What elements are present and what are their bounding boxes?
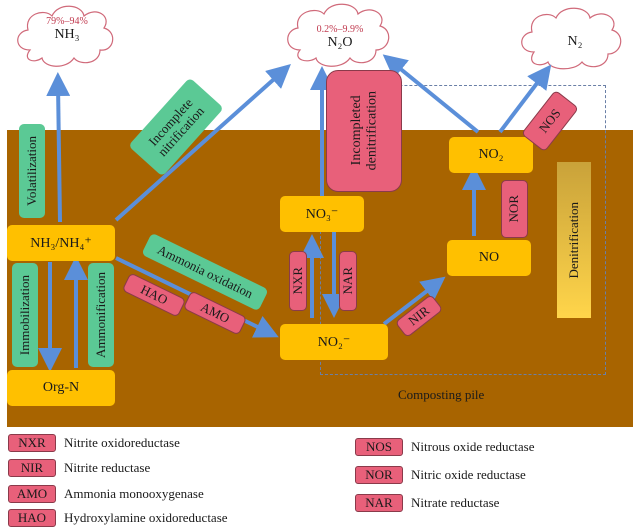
legend-name-nxr: Nitrite oxidoreductase [64,435,180,450]
n2o-percent: 0.2%–9.9% [316,24,364,35]
node-no2-minus-label: NO₂⁻ [317,334,351,350]
node-no3: NO₃⁻ [280,196,364,232]
legend-item-nxr: NXR Nitrite oxidoreductase [8,434,180,452]
process-incompleted-denitrification-line2: denitrification [364,91,379,171]
legend-name-nos: Nitrous oxide reductase [411,439,535,454]
enzyme-nor: NOR [501,180,528,238]
process-denitrification-label: Denitrification [566,201,581,279]
legend-badge-nxr: NXR [8,434,56,452]
node-no2-label: NO₂ [478,147,504,162]
process-incompleted-denitrification-line1: Incompleted [348,96,364,166]
process-immobilization: Immobilization [12,263,38,367]
process-incompleted-denitrification: Incompleted denitrification [326,70,402,192]
cloud-n2o [287,3,390,67]
legend-name-nir: Nitrite reductase [64,460,151,475]
legend-badge-nos: NOS [355,438,403,456]
cloud-n2 [521,7,622,70]
enzyme-nos-label: NOS [535,105,564,136]
legend-badge-nor: NOR [355,466,403,484]
legend-badge-hao: HAO [8,509,56,527]
cloud-n2-text: N₂ [540,34,610,50]
cloud-nh3 [17,5,114,67]
legend-name-hao: Hydroxylamine oxidoreductase [64,510,228,525]
arrow-incomplete-nitrification [114,64,291,222]
legend-name-amo: Ammonia monooxygenase [64,486,204,501]
node-no2-minus: NO₂⁻ [280,324,388,360]
process-denitrification: Denitrification [557,162,591,318]
legend-item-nos: NOS Nitrous oxide reductase [355,438,534,456]
process-volatilization-label: Volatilization [23,136,39,206]
legend-item-hao: HAO Hydroxylamine oxidoreductase [8,509,228,527]
node-org-n-label: Org-N [42,380,80,395]
process-immobilization-label: Immobilization [16,274,32,356]
legend-item-nor: NOR Nitric oxide reductase [355,466,526,484]
node-no2: NO₂ [449,137,533,173]
node-no-label: NO [478,250,500,265]
process-ammonification-label: Ammonification [92,272,108,358]
n2-gas-label: N₂ [567,34,583,49]
legend-badge-nir: NIR [8,459,56,477]
enzyme-nor-label: NOR [506,195,522,223]
cloud-nh3-text: 79%–94% NH₃ [32,16,102,43]
arrow-incompleted-denitrification [382,54,480,134]
legend-badge-amo: AMO [8,485,56,503]
composting-pile-label: Composting pile [398,387,485,402]
legend-badge-nar: NAR [355,494,403,512]
legend-item-nir: NIR Nitrite reductase [8,459,150,477]
enzyme-nar: NAR [339,251,357,311]
legend-item-amo: AMO Ammonia monooxygenase [8,485,204,503]
n2o-gas-label: N₂O [327,35,353,50]
process-volatilization: Volatilization [19,124,45,218]
legend-item-nar: NAR Nitrate reductase [355,494,499,512]
node-no: NO [447,240,531,276]
nh3-percent: 79%–94% [46,16,88,27]
legend-name-nor: Nitric oxide reductase [411,467,526,482]
nh3-gas-label: NH₃ [54,27,80,42]
cloud-n2o-text: 0.2%–9.9% N₂O [300,24,380,51]
node-org-n: Org-N [7,370,115,406]
enzyme-nar-label: NAR [339,267,355,295]
node-nh3-nh4: NH₃/NH₄⁺ [7,225,115,261]
node-nh3-nh4-label: NH₃/NH₄⁺ [30,235,92,251]
arrow-nir [382,276,446,326]
node-no3-label: NO₃⁻ [305,206,339,222]
enzyme-nxr-label: NXR [289,267,305,295]
enzyme-nxr: NXR [289,251,307,311]
arrow-volatilization [46,72,71,223]
process-ammonification: Ammonification [88,263,114,367]
arrow-nos [498,64,552,134]
legend-name-nar: Nitrate reductase [411,495,500,510]
